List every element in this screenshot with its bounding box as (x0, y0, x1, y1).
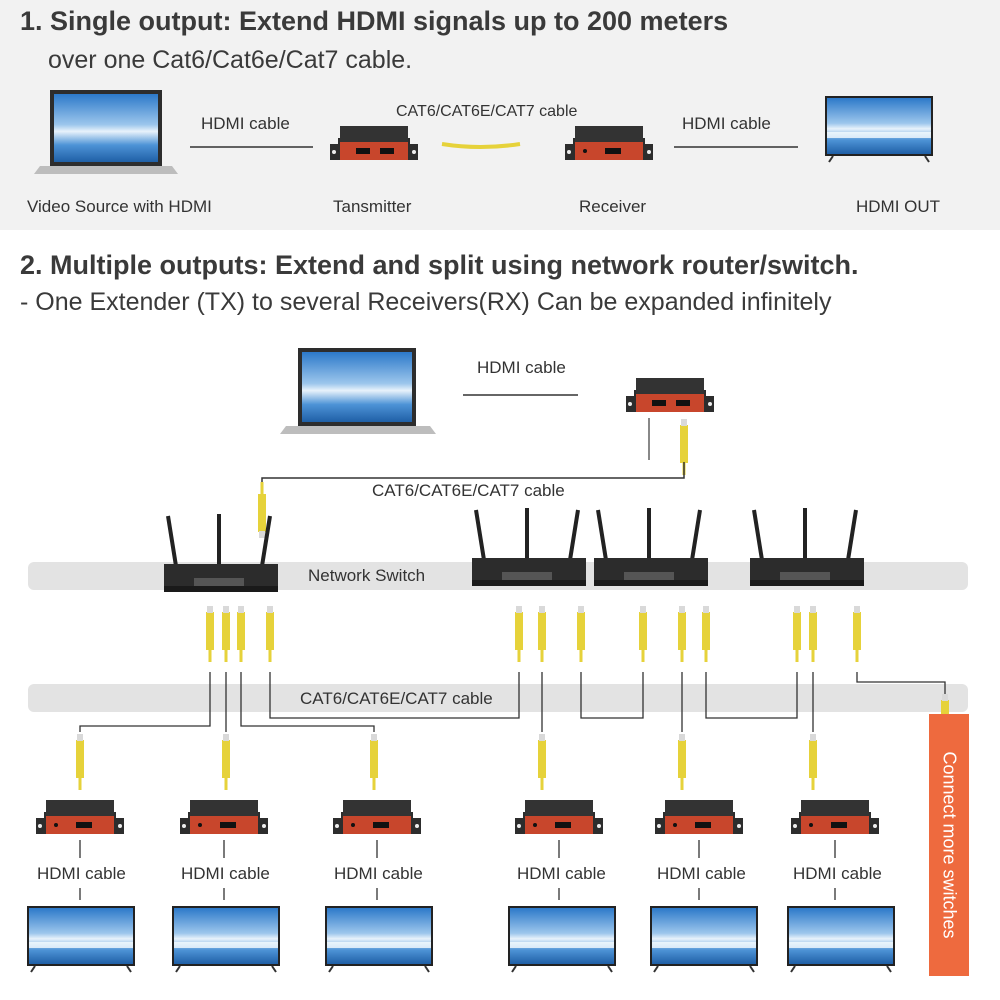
hdmi-label-rx4: HDMI cable (517, 864, 606, 883)
hdmi-cable-label-right: HDMI cable (682, 114, 771, 133)
transmitter-label: Tansmitter (333, 197, 412, 216)
router-icon-4 (748, 506, 866, 588)
cat-plug-router-icon (256, 480, 268, 540)
tv-icon-5 (649, 905, 759, 973)
hdmi-label-rx2: HDMI cable (181, 864, 270, 883)
receiver-icon-4 (515, 800, 603, 834)
tv-icon-3 (324, 905, 434, 973)
tv-icon-4 (507, 905, 617, 973)
section-1-heading: 1. Single output: Extend HDMI signals up… (20, 6, 729, 36)
tv-icon-6 (786, 905, 896, 973)
router-icon-2 (470, 506, 588, 588)
section-1-subheading: over one Cat6/Cat6e/Cat7 cable. (48, 46, 413, 74)
receiver-icon-6 (791, 800, 879, 834)
section-2-subheading: - One Extender (TX) to several Receivers… (20, 288, 832, 316)
connect-more-switches-text: Connect more switches (939, 751, 960, 939)
hdmi-short-lines (79, 840, 836, 900)
section-2-heading: 2. Multiple outputs: Extend and split us… (20, 250, 859, 280)
cat-cable-icon (441, 142, 521, 149)
receiver-icon-1 (36, 800, 124, 834)
network-switch-label: Network Switch (308, 566, 426, 585)
laptop-source-icon (280, 348, 436, 434)
cat-cable-label-top: CAT6/CAT6E/CAT7 cable (372, 481, 565, 500)
receiver-label: Receiver (579, 197, 647, 216)
cat-cable-label: CAT6/CAT6E/CAT7 cable (396, 103, 578, 120)
receiver-icon-5 (655, 800, 743, 834)
receiver-device-icon (565, 126, 653, 160)
cat-cable-band-label: CAT6/CAT6E/CAT7 cable (300, 689, 493, 708)
hdmi-out-label: HDMI OUT (856, 197, 941, 216)
cat-cable-band (28, 684, 968, 712)
tv-icon-1 (26, 905, 136, 973)
transmitter-top-icon (626, 378, 714, 412)
hdmi-label-rx1: HDMI cable (37, 864, 126, 883)
cat-plugs-receivers (74, 692, 951, 792)
hdmi-label-rx3: HDMI cable (334, 864, 423, 883)
hdmi-label-rx5: HDMI cable (657, 864, 746, 883)
tv-icon-2 (171, 905, 281, 973)
video-source-label: Video Source with HDMI (27, 197, 212, 216)
laptop-icon (34, 90, 178, 174)
hdmi-cable-label-left: HDMI cable (201, 114, 290, 133)
hdmi-label-rx6: HDMI cable (793, 864, 882, 883)
transmitter-device-icon (330, 126, 418, 160)
tv-output-icon (824, 95, 934, 163)
receiver-icon-2 (180, 800, 268, 834)
connection-lines (79, 672, 946, 732)
receiver-icon-3 (333, 800, 421, 834)
hdmi-cable-label-top: HDMI cable (477, 358, 566, 377)
router-icon-3 (592, 506, 710, 588)
connect-more-switches-banner: Connect more switches (929, 714, 969, 976)
cat-plugs-row (204, 604, 863, 664)
